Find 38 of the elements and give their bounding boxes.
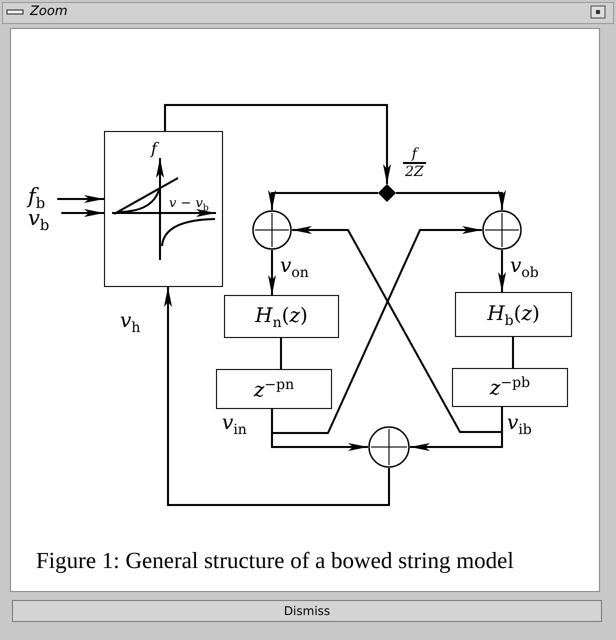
edge-label: v$_{on}$ (280, 253, 309, 281)
arrow (292, 226, 503, 433)
block-label: z$^{−pb}$ (490, 375, 530, 400)
connector-line (280, 338, 282, 369)
arrow (61, 209, 104, 217)
block-box (455, 292, 572, 337)
summing-junction (482, 210, 522, 250)
fraction-denominator: 2Z (404, 164, 425, 180)
block-label: z$^{−pn}$ (254, 376, 294, 402)
arrow (164, 287, 390, 506)
block-box (452, 368, 568, 407)
window-title: Zoom (30, 4, 68, 19)
axis-label: f (151, 139, 157, 158)
arrow (268, 250, 276, 295)
arrow (271, 226, 482, 434)
dismiss-button: Dismiss (12, 600, 602, 622)
block-box (224, 295, 339, 338)
block-label: H$_{b}$(z) (487, 300, 540, 328)
axis-label: v − v$_{b}$ (169, 196, 209, 214)
block-box (216, 369, 332, 409)
arrow (498, 250, 506, 292)
edge-label: v$_{h}$ (120, 308, 140, 336)
arrow (396, 190, 506, 210)
connector-line (512, 337, 514, 368)
junction-diamond (378, 184, 396, 202)
fraction-numerator: f (403, 146, 426, 164)
arrow (57, 195, 104, 203)
arrow (268, 190, 378, 210)
arrow (164, 104, 391, 184)
input-label: f$_{b}$ (28, 184, 46, 212)
edge-label: v$_{ob}$ (510, 253, 539, 281)
summing-junction (252, 210, 292, 250)
block-box (104, 131, 223, 287)
edge-label: v$_{in}$ (222, 410, 247, 438)
block-label: H$_{n}$(z) (255, 302, 308, 330)
figure-caption: Figure 1: General structure of a bowed string model (36, 548, 514, 574)
edge-label: v$_{ib}$ (507, 410, 532, 438)
summing-junction (368, 426, 410, 468)
